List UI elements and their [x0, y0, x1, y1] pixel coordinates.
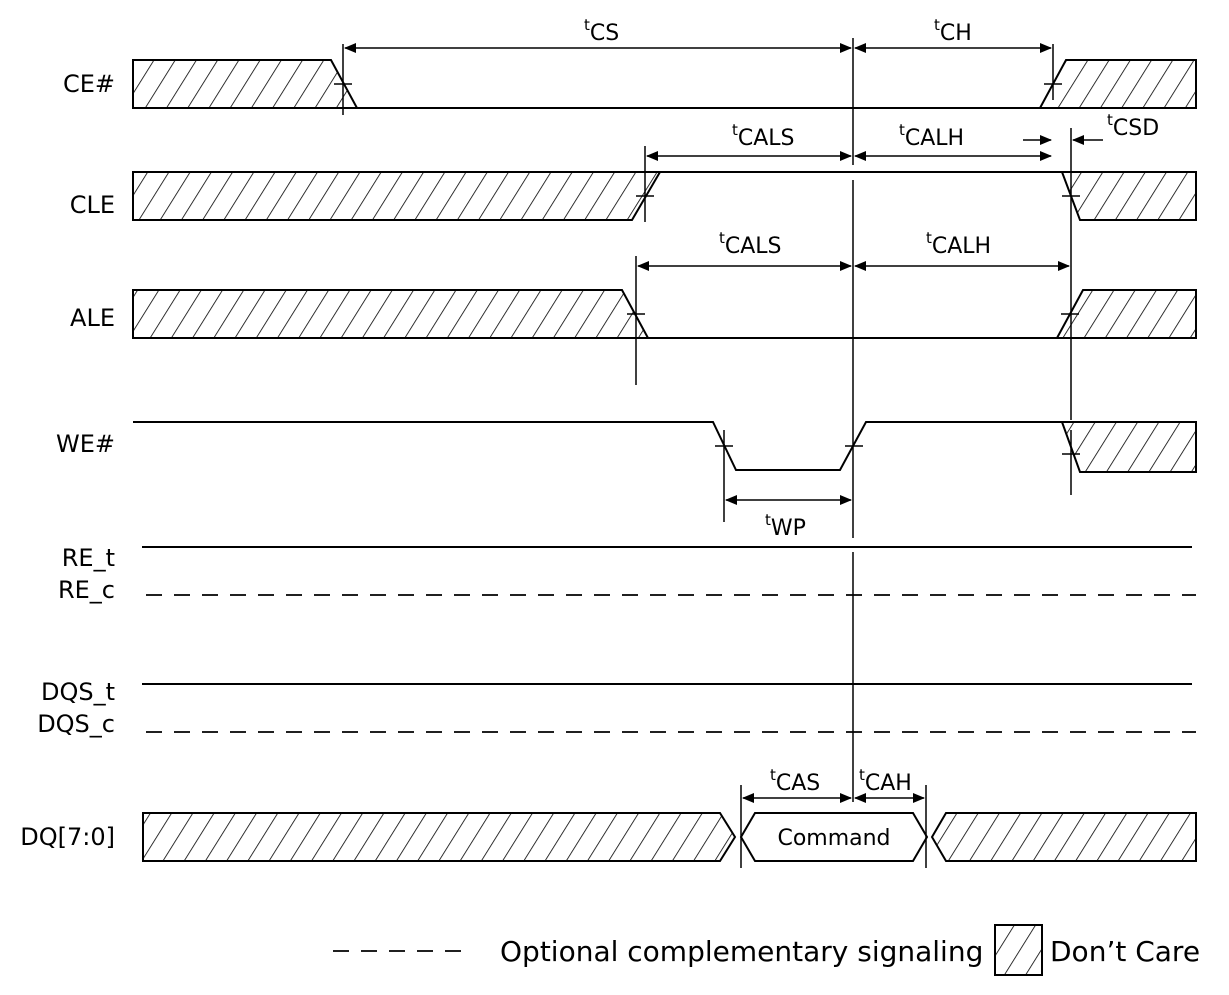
- tcals-cle-label: tCALS: [732, 121, 795, 151]
- tcalh-ale-label: tCALH: [926, 229, 991, 259]
- signal-label-we: WE#: [56, 430, 115, 458]
- ce-dont-care-left: [132, 59, 359, 109]
- tcsd-label: tCSD: [1107, 111, 1159, 141]
- dq-waveform: Command: [142, 785, 1197, 868]
- command-label: Command: [777, 826, 890, 851]
- cle-dont-care-left: [132, 171, 662, 221]
- tcalh-cle-label: tCALH: [899, 121, 964, 151]
- dq-dont-care-right: [930, 812, 1197, 862]
- signal-label-re-t: RE_t: [62, 544, 115, 572]
- dq-command-cell: [739, 812, 929, 862]
- ce-waveform: [132, 44, 1197, 115]
- legend-dont-care-label: Don’t Care: [1050, 935, 1200, 968]
- dq-dont-care-left: [142, 812, 737, 862]
- legend-hatch-sample: [994, 924, 1043, 976]
- we-waveform: [133, 421, 1197, 522]
- signal-label-dqs-t: DQS_t: [41, 678, 115, 706]
- cle-waveform: [132, 128, 1197, 420]
- ale-dont-care-left: [132, 289, 650, 339]
- signal-label-re-c: RE_c: [58, 576, 115, 604]
- signal-label-ce: CE#: [63, 70, 115, 98]
- tcals-ale-label: tCALS: [719, 229, 782, 259]
- tcah-label: tCAH: [859, 766, 912, 796]
- signal-label-dqs-c: DQS_c: [37, 710, 115, 738]
- signal-label-dq: DQ[7:0]: [20, 823, 115, 851]
- signal-label-ale: ALE: [70, 304, 115, 332]
- we-dont-care-right: [1060, 421, 1197, 473]
- ale-dont-care-right: [1055, 289, 1197, 339]
- legend: Optional complementary signaling Don’t C…: [333, 924, 1200, 976]
- signal-label-cle: CLE: [70, 191, 115, 219]
- legend-optional-label: Optional complementary signaling: [500, 935, 983, 968]
- ale-waveform: [132, 256, 1197, 385]
- twp-label: tWP: [765, 511, 806, 541]
- ce-dont-care-right: [1038, 59, 1197, 109]
- tcas-label: tCAS: [770, 766, 820, 796]
- cle-dont-care-right: [1060, 171, 1197, 221]
- tcs-label: tCS: [584, 16, 619, 46]
- tch-label: tCH: [934, 16, 972, 46]
